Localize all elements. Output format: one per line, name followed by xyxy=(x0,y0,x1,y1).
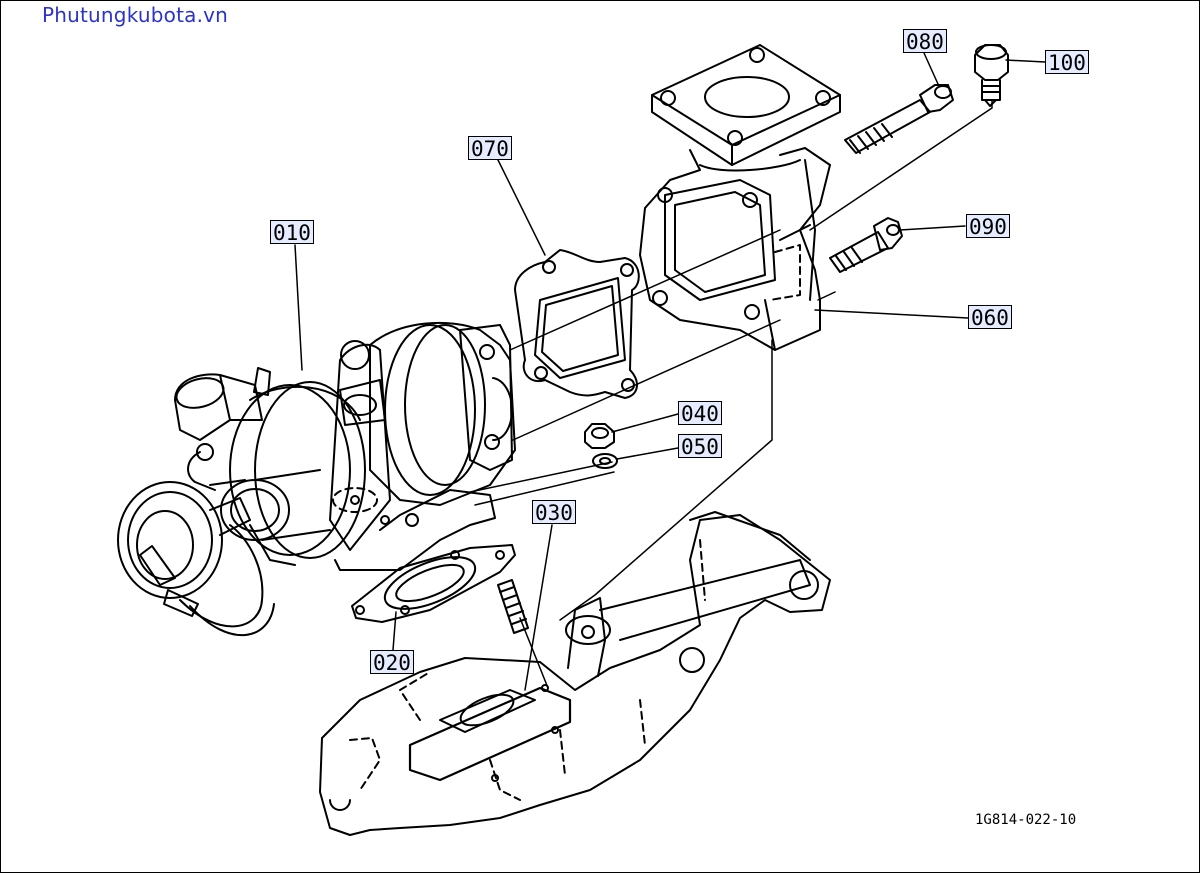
callout-090: 090 xyxy=(966,214,1010,239)
drawing-code-label: 1G814-022-10 xyxy=(975,812,1077,828)
callout-100: 100 xyxy=(1045,50,1089,75)
callout-060: 060 xyxy=(968,305,1012,330)
callout-010: 010 xyxy=(270,220,314,245)
callout-020: 020 xyxy=(370,650,414,675)
gasket-070 xyxy=(514,249,640,399)
turbocharger-010 xyxy=(117,321,516,636)
callout-070: 070 xyxy=(468,136,512,161)
plug-100 xyxy=(974,44,1009,107)
exhaust-manifold xyxy=(319,511,831,836)
exhaust-elbow-060 xyxy=(639,44,841,351)
stud-030 xyxy=(497,579,529,634)
callout-080: 080 xyxy=(903,29,947,54)
assembly-lines xyxy=(469,99,993,689)
watermark-text: Phutungkubota.vn xyxy=(42,3,229,27)
bolt-090 xyxy=(829,217,903,273)
nut-040 xyxy=(584,423,615,449)
gasket-020 xyxy=(351,544,516,623)
stud-bolt-080 xyxy=(844,84,954,154)
callout-030: 030 xyxy=(532,500,576,525)
callout-050: 050 xyxy=(678,434,722,459)
leader-lines xyxy=(294,52,1046,691)
callout-040: 040 xyxy=(678,401,722,426)
